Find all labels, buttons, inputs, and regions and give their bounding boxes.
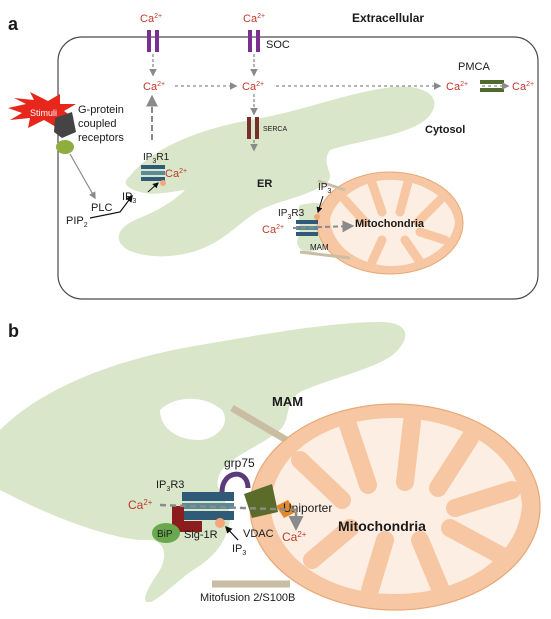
mam-tether-a2 xyxy=(299,250,351,260)
mito-a-cristae xyxy=(340,177,450,267)
ip3-bind-arrow-a1 xyxy=(147,182,159,193)
er-a xyxy=(118,86,435,257)
pip2-ip3-arrow xyxy=(89,194,133,219)
gpcr-line2: coupled xyxy=(78,118,117,130)
mito-b-label: Mitochondria xyxy=(338,518,426,534)
mam-a-label: MAM xyxy=(310,243,329,252)
serca-label: SERCA xyxy=(263,126,287,133)
mito-a-inner xyxy=(330,179,455,266)
ca-ip3r1: Ca2+ xyxy=(165,168,187,180)
mito-b-cristae xyxy=(291,413,521,599)
soc-channel xyxy=(248,30,260,52)
stimuli-label: Stimuli xyxy=(30,108,57,118)
stimuli-burst xyxy=(8,92,76,128)
vdac-shape xyxy=(244,484,278,518)
ca-cyt-3: Ca2+ xyxy=(446,81,468,93)
ca-mam-a: Ca2+ xyxy=(262,224,284,236)
ca-er-b: Ca2+ xyxy=(128,498,153,512)
ca-cyt-2: Ca2+ xyxy=(242,81,264,93)
ip3r3-label-b: IP3R3 xyxy=(156,479,184,493)
ip3-label-a1: IP3 xyxy=(122,191,136,205)
ca-mito-b: Ca2+ xyxy=(282,530,307,544)
mito-a-label: Mitochondria xyxy=(355,218,425,230)
sig1r-label: Sig-1R xyxy=(184,529,218,541)
er-b xyxy=(0,322,406,603)
panel-a-label: a xyxy=(8,14,19,34)
ip3-bound-a1 xyxy=(160,180,166,186)
pmca-label: PMCA xyxy=(458,61,490,73)
channel-top-left xyxy=(147,30,159,52)
gprotein-plc-arrow xyxy=(69,153,96,200)
ip3-label-a2: IP3 xyxy=(318,182,331,195)
ip3r1-label: IP3R1 xyxy=(143,152,170,165)
er-b-gap xyxy=(160,398,225,440)
ip3-bind-arrow-a2 xyxy=(316,195,324,214)
gpcr-line3: receptors xyxy=(78,132,124,144)
ca-cyt-1: Ca2+ xyxy=(143,81,165,93)
panel-b-label: b xyxy=(8,321,19,341)
grp75-shape xyxy=(219,471,251,493)
g-protein xyxy=(56,140,74,154)
ip3-bound-a2 xyxy=(314,214,320,220)
ca-ext-2: Ca2+ xyxy=(243,13,265,25)
cytosol-label: Cytosol xyxy=(425,124,465,136)
mam-b-label: MAM xyxy=(272,394,303,409)
sig1r-shape-h xyxy=(172,521,202,532)
ca-transfer-arrow-b xyxy=(159,503,301,512)
pmca-channel xyxy=(480,80,504,92)
ip3-bind-arrow-b xyxy=(225,525,239,541)
plc-label: PLC xyxy=(91,202,112,214)
soc-label: SOC xyxy=(266,39,290,51)
serca-pump xyxy=(247,117,259,139)
mam-tether-a1 xyxy=(317,179,346,192)
vdac-label: VDAC xyxy=(243,528,274,540)
er-label-a: ER xyxy=(257,178,272,190)
ip3r1-channel xyxy=(141,165,165,181)
ip3-bound-b xyxy=(215,518,225,528)
uniporter-label: Uniporter xyxy=(283,501,332,515)
ip3r3-channel-a xyxy=(296,220,318,236)
mam-transfer-arrow-a xyxy=(292,220,355,233)
grp75-label: grp75 xyxy=(224,456,255,470)
ip3r3-label-a: IP3R3 xyxy=(278,208,305,221)
ca-pmca-out: Ca2+ xyxy=(512,81,534,93)
gpcr-receptor xyxy=(54,112,76,138)
gpcr-line1: G-protein xyxy=(78,104,124,116)
ip3-label-b: IP3 xyxy=(232,543,246,557)
pip2-label: PIP2 xyxy=(66,215,88,229)
uniporter-shape xyxy=(276,500,296,518)
bip-shape xyxy=(152,523,180,543)
ip3r3-channel-b xyxy=(182,492,234,520)
ca-ext-1: Ca2+ xyxy=(140,13,162,25)
extracellular-label: Extracellular xyxy=(352,11,424,25)
bip-label: BiP xyxy=(157,529,173,540)
mitofusin-label: Mitofusion 2/S100B xyxy=(200,592,295,604)
